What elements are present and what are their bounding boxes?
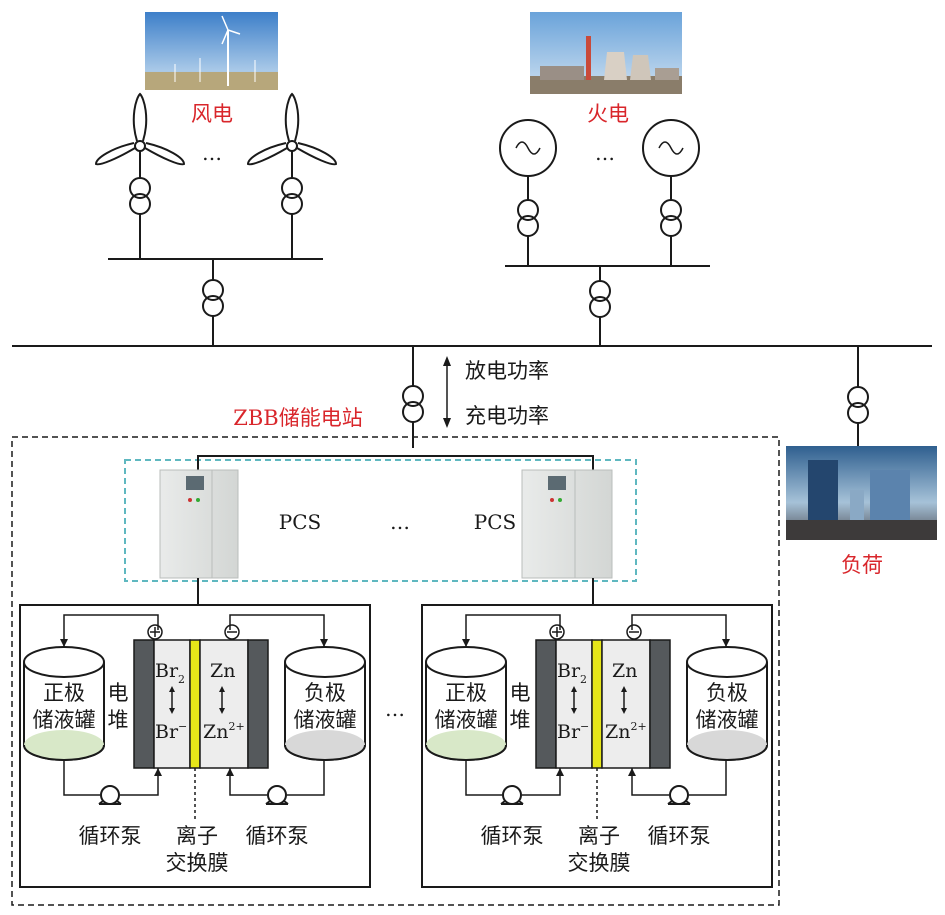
ellipsis: … (202, 141, 222, 165)
stack-label: 电 (108, 681, 129, 705)
negative-tank (686, 646, 768, 761)
transformer-icon (589, 280, 611, 318)
thermal-label: 火电 (587, 102, 629, 126)
stack-label: 堆 (108, 708, 129, 732)
positive-tank (425, 646, 507, 761)
neg-tank-label: 负极 (304, 681, 346, 705)
pcs-label-2: PCS (474, 510, 516, 534)
neg-tank-label: 储液罐 (696, 708, 759, 732)
pump-icon (98, 785, 122, 805)
generator-icon (499, 119, 557, 177)
br2-label: Br2 (155, 660, 185, 686)
transformer-icon (202, 279, 224, 317)
br2-label: Br2 (557, 660, 587, 686)
transformer-icon (517, 199, 539, 237)
zn-ion-label: Zn2+ (605, 720, 647, 743)
reaction-arrow (621, 686, 627, 714)
positive-tank (23, 646, 105, 761)
transformer-icon (402, 385, 424, 423)
zn-ion-label: Zn2+ (203, 720, 245, 743)
pump-label: 循环泵 (246, 824, 309, 848)
pump-icon (667, 785, 691, 805)
cell-stack (535, 624, 671, 769)
power-plant-photo (530, 12, 682, 94)
ellipsis: … (390, 510, 410, 534)
charge-label: 充电功率 (465, 404, 549, 428)
membrane-label: 交换膜 (166, 851, 229, 875)
pos-tank-label: 储液罐 (33, 708, 96, 732)
transformer-icon (281, 177, 303, 215)
pcs-label-1: PCS (279, 510, 321, 534)
pos-tank-label: 正极 (445, 681, 487, 705)
ellipsis: … (385, 697, 405, 721)
br-ion-label: Br− (557, 720, 589, 743)
city-buildings-photo (786, 446, 937, 540)
pcs-cabinet-photo (521, 469, 613, 579)
pos-tank-label: 正极 (43, 681, 85, 705)
reaction-arrow (169, 686, 175, 714)
station-label: ZBB储能电站 (233, 406, 362, 430)
transformer-icon (660, 199, 682, 237)
pump-label: 循环泵 (79, 824, 142, 848)
wind-label: 风电 (191, 102, 233, 126)
transformer-icon (847, 386, 869, 424)
reaction-arrow (219, 686, 225, 714)
battery-unit-1: 正极 储液罐 负极 储液罐 电 堆 Br2 (19, 604, 371, 888)
membrane-label: 离子 (578, 824, 620, 848)
pos-tank-label: 储液罐 (435, 708, 498, 732)
reaction-arrow (571, 686, 577, 714)
pump-label: 循环泵 (481, 824, 544, 848)
membrane-label: 交换膜 (568, 851, 631, 875)
br-ion-label: Br− (155, 720, 187, 743)
cell-stack (133, 624, 269, 769)
wind-turbine-icon (95, 93, 185, 179)
negative-tank (284, 646, 366, 761)
pump-icon (265, 785, 289, 805)
zn-label: Zn (612, 660, 637, 682)
station-boundary (11, 436, 780, 906)
pcs-cabinet-photo (159, 469, 239, 579)
neg-tank-label: 负极 (706, 681, 748, 705)
generator-icon (642, 119, 700, 177)
pump-icon (500, 785, 524, 805)
stack-label: 电 (510, 681, 531, 705)
stack-label: 堆 (510, 708, 531, 732)
neg-tank-label: 储液罐 (294, 708, 357, 732)
membrane-label: 离子 (176, 824, 218, 848)
wind-turbine-icon (247, 93, 337, 179)
power-flow-arrow (443, 356, 451, 428)
battery-unit-2: 正极 储液罐 负极 储液罐 电 堆 Br2 Br− (421, 604, 773, 888)
wind-farm-photo (145, 12, 278, 90)
ellipsis: … (595, 141, 615, 165)
transformer-icon (129, 177, 151, 215)
pcs-group-boundary (124, 459, 637, 582)
discharge-label: 放电功率 (465, 359, 549, 383)
load-label: 负荷 (841, 553, 883, 577)
pump-label: 循环泵 (648, 824, 711, 848)
zn-label: Zn (210, 660, 235, 682)
